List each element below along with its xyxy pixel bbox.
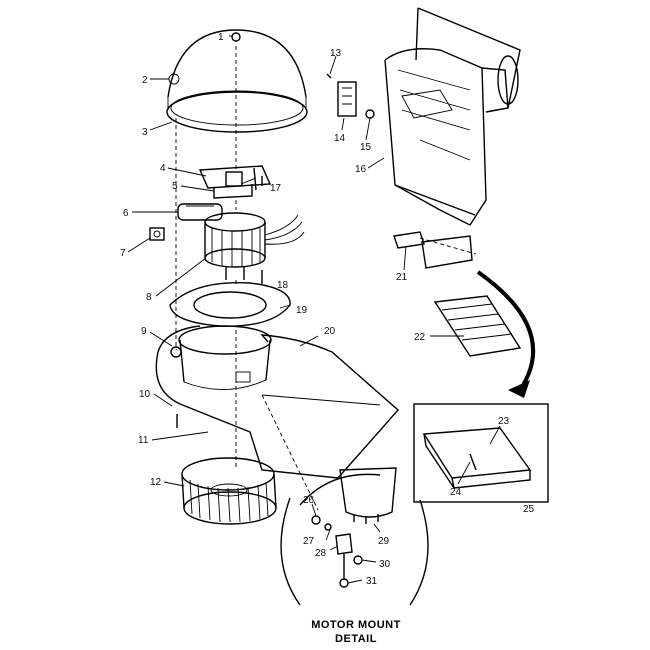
wall-duct-assembly <box>384 7 521 226</box>
callout-3: 3 <box>142 127 148 138</box>
callout-30: 30 <box>379 559 391 570</box>
callout-16: 16 <box>355 164 367 175</box>
callout-9: 9 <box>141 326 147 337</box>
leader-lines <box>127 35 501 584</box>
callout-8: 8 <box>146 292 152 303</box>
callout-7: 7 <box>120 248 126 259</box>
callout-28: 28 <box>315 548 327 559</box>
curved-arrow <box>476 270 536 398</box>
detail-title-line2: DETAIL <box>335 633 377 645</box>
callout-11: 11 <box>138 435 149 446</box>
filter-frame <box>413 403 549 503</box>
gasket-ring <box>169 281 291 327</box>
damper-bracket <box>326 73 375 119</box>
callout-31: 31 <box>366 576 378 587</box>
detail-title-line1: MOTOR MOUNT <box>311 619 401 631</box>
callout-23: 23 <box>498 416 510 427</box>
callout-24: 24 <box>450 487 462 498</box>
callout-27: 27 <box>303 536 315 547</box>
blower-wheel <box>181 457 277 525</box>
callout-19: 19 <box>296 305 308 316</box>
callout-12: 12 <box>150 477 162 488</box>
dome-cover <box>166 29 308 133</box>
capacitor-clamp <box>149 227 165 241</box>
callout-14: 14 <box>334 133 346 144</box>
callout-17: 17 <box>270 183 282 194</box>
callout-1: 1 <box>218 32 224 43</box>
callout-29: 29 <box>378 536 390 547</box>
callout-15: 15 <box>360 142 372 153</box>
callout-21: 21 <box>396 272 408 283</box>
callout-2: 2 <box>142 75 148 86</box>
capacitor <box>177 203 223 221</box>
callout-26: 26 <box>303 495 315 506</box>
motor-mount-detail <box>261 394 429 606</box>
callout-5: 5 <box>172 181 178 192</box>
callout-6: 6 <box>123 208 129 219</box>
callout-18: 18 <box>277 280 289 291</box>
callout-25: 25 <box>523 504 535 515</box>
callout-4: 4 <box>160 163 166 174</box>
motor-bracket <box>198 165 272 199</box>
grille <box>433 295 522 357</box>
blower-motor <box>204 212 305 280</box>
callout-20: 20 <box>324 326 336 337</box>
hinge-bracket <box>393 231 477 269</box>
callout-22: 22 <box>414 332 426 343</box>
callout-10: 10 <box>139 389 151 400</box>
callout-numbers: 1 2 3 4 5 17 6 7 8 18 19 9 20 10 11 12 1… <box>120 32 535 587</box>
callout-13: 13 <box>330 48 342 59</box>
blower-housing <box>155 325 399 479</box>
